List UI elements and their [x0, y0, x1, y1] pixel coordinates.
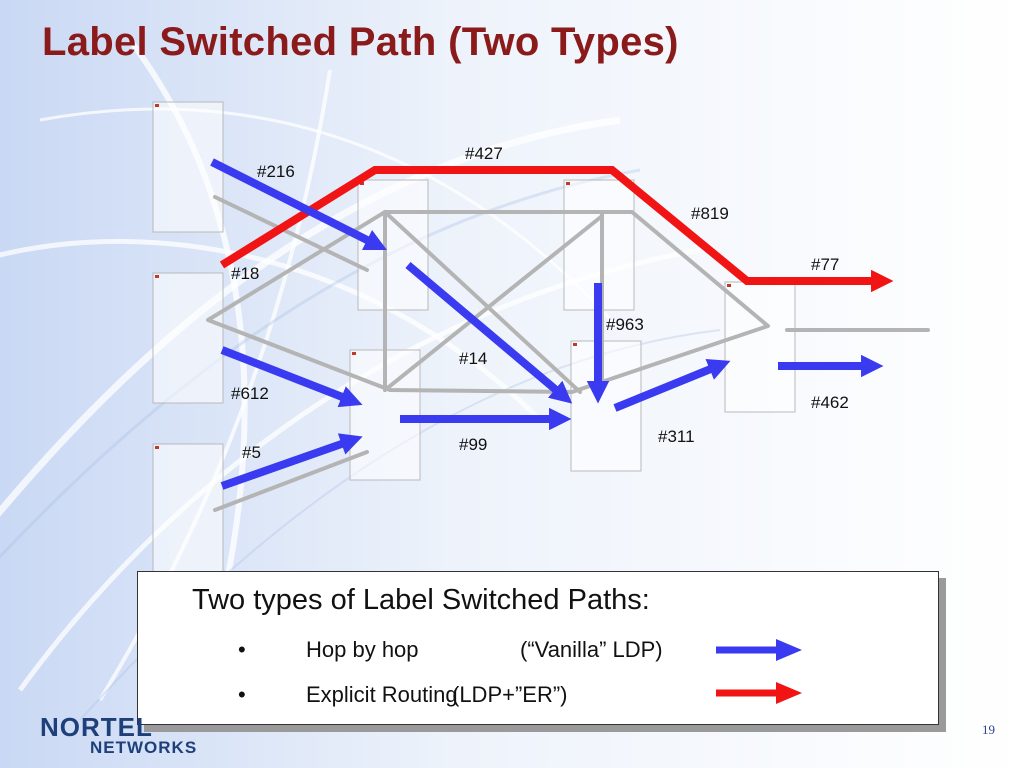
logo-line2: NETWORKS [90, 738, 198, 757]
label-612: #612 [231, 384, 269, 403]
label-427: #427 [465, 144, 503, 163]
label-216: #216 [257, 162, 295, 181]
router-c2 [570, 340, 642, 472]
legend-item-name: Hop by hop [306, 637, 419, 662]
router-a1 [152, 101, 224, 233]
legend-title: Two types of Label Switched Paths: [192, 584, 650, 616]
label-77: #77 [811, 255, 839, 274]
label-18: #18 [231, 264, 259, 283]
router-d1 [724, 281, 796, 413]
router-a2 [152, 272, 224, 404]
page-number: 19 [982, 722, 995, 737]
label-963: #963 [606, 315, 644, 334]
explicit-route-path [219, 166, 894, 293]
legend-item-note: (LDP+”ER”) [452, 682, 568, 707]
logo-line1: NORTEL [40, 712, 153, 742]
label-462: #462 [811, 393, 849, 412]
legend-item-note: (“Vanilla” LDP) [520, 637, 663, 662]
blue-arrow-icon [716, 639, 802, 661]
red-arrow-icon [716, 682, 802, 704]
label-819: #819 [691, 204, 729, 223]
bullet-icon: • [238, 637, 246, 662]
hop-by-hop-paths [210, 158, 884, 490]
legend-item-name: Explicit Routing [306, 682, 458, 707]
label-99: #99 [459, 435, 487, 454]
physical-links [206, 195, 930, 512]
nortel-logo: NORTEL NETWORKS [40, 712, 196, 757]
bullet-icon: • [238, 682, 246, 707]
slide-title: Label Switched Path (Two Types) [42, 20, 679, 64]
label-14: #14 [459, 349, 487, 368]
label-311: #311 [658, 427, 695, 446]
legend-box: Two types of Label Switched Paths: • Hop… [137, 571, 939, 725]
label-5: #5 [242, 443, 261, 462]
router-a3 [152, 443, 224, 575]
